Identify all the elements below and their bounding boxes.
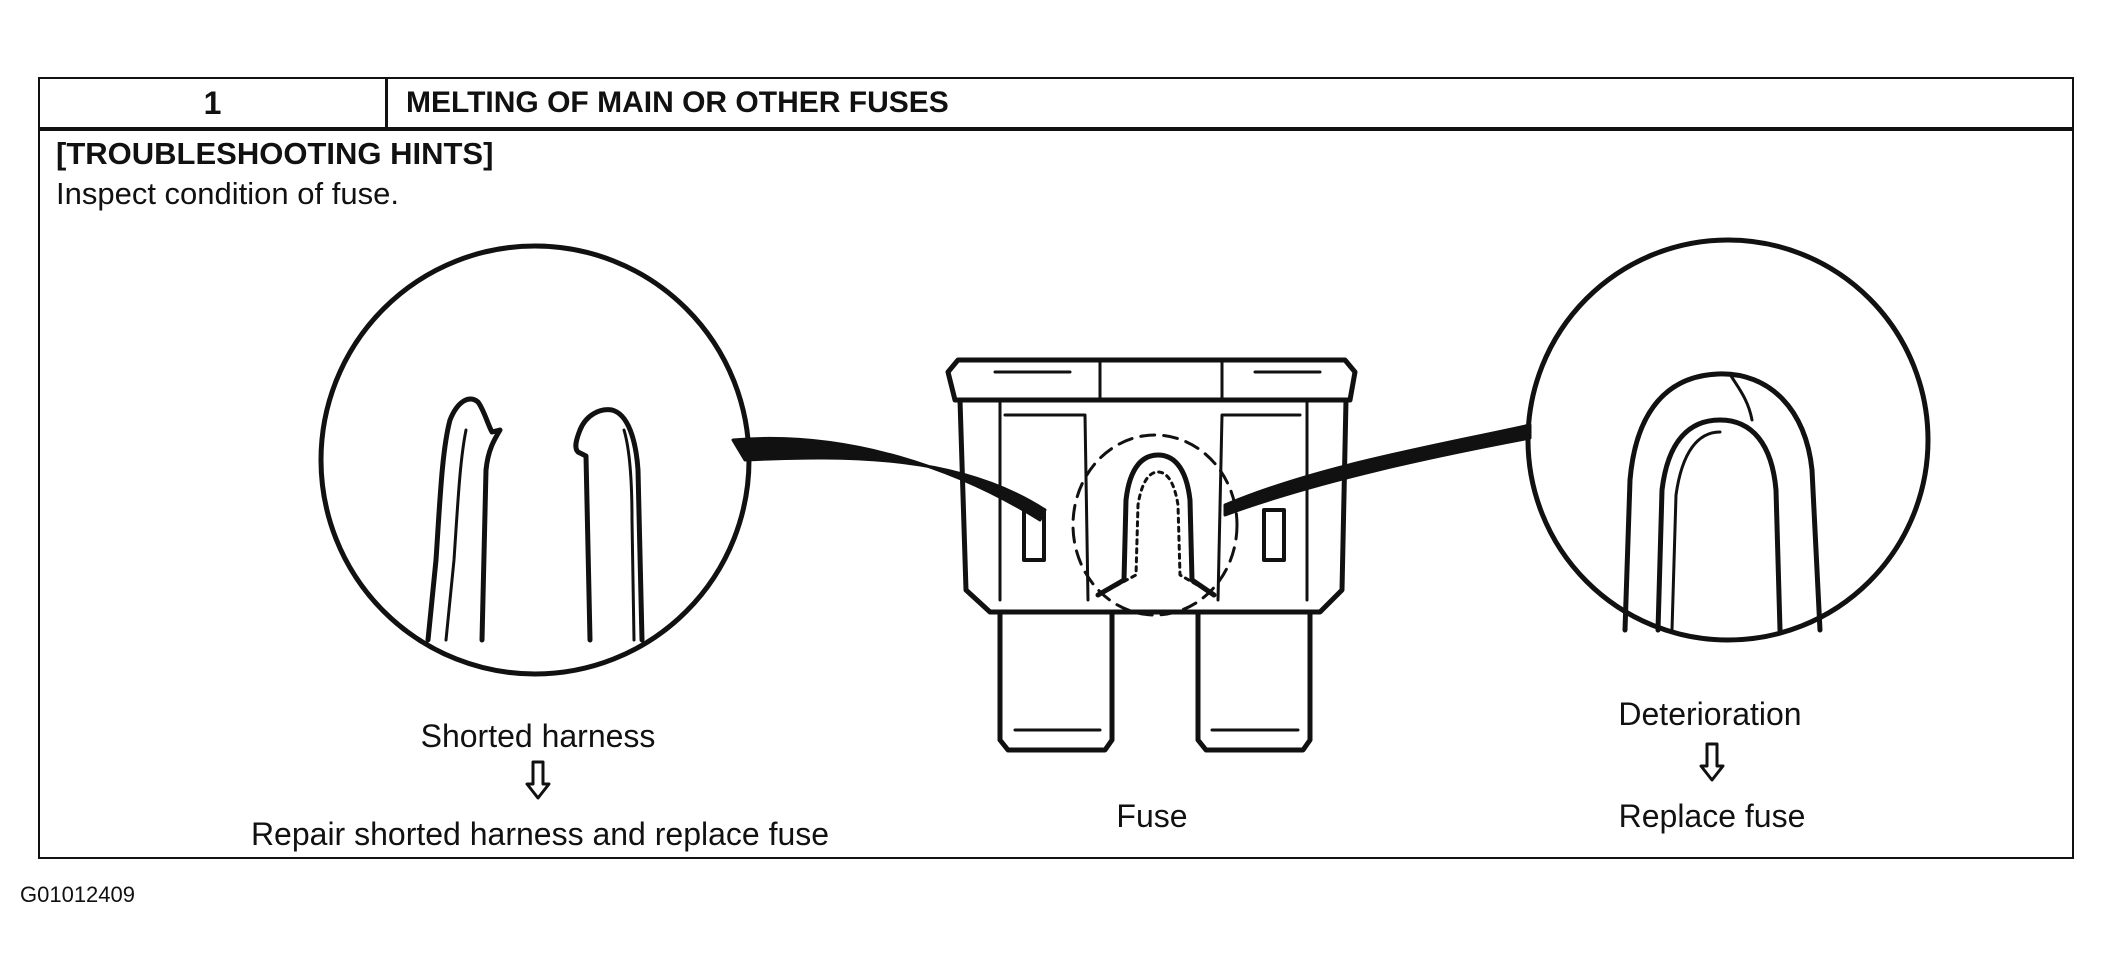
fuse-illustration (945, 357, 1532, 753)
step-number: 1 (40, 79, 388, 127)
fuse-label: Fuse (1116, 798, 1188, 834)
hints-heading: [TROUBLESHOOTING HINTS] (56, 136, 494, 171)
replace-fuse-label: Replace fuse (1618, 798, 1806, 834)
repair-action-label: Repair shorted harness and replace fuse (250, 816, 830, 852)
down-arrow-icon (525, 760, 551, 805)
header-row: 1 MELTING OF MAIN OR OTHER FUSES (40, 79, 2072, 131)
panel-title: MELTING OF MAIN OR OTHER FUSES (406, 86, 949, 119)
hints-text: Inspect condition of fuse. (56, 176, 399, 211)
figure-code: G01012409 (20, 882, 135, 907)
down-arrow-icon (1699, 742, 1725, 787)
shorted-harness-label: Shorted harness (420, 718, 656, 754)
shorted-harness-magnifier (318, 243, 1047, 677)
deterioration-magnifier (1525, 237, 1931, 643)
deterioration-label: Deterioration (1618, 696, 1802, 732)
troubleshooting-panel: 1 MELTING OF MAIN OR OTHER FUSES [TROUBL… (38, 77, 2074, 859)
